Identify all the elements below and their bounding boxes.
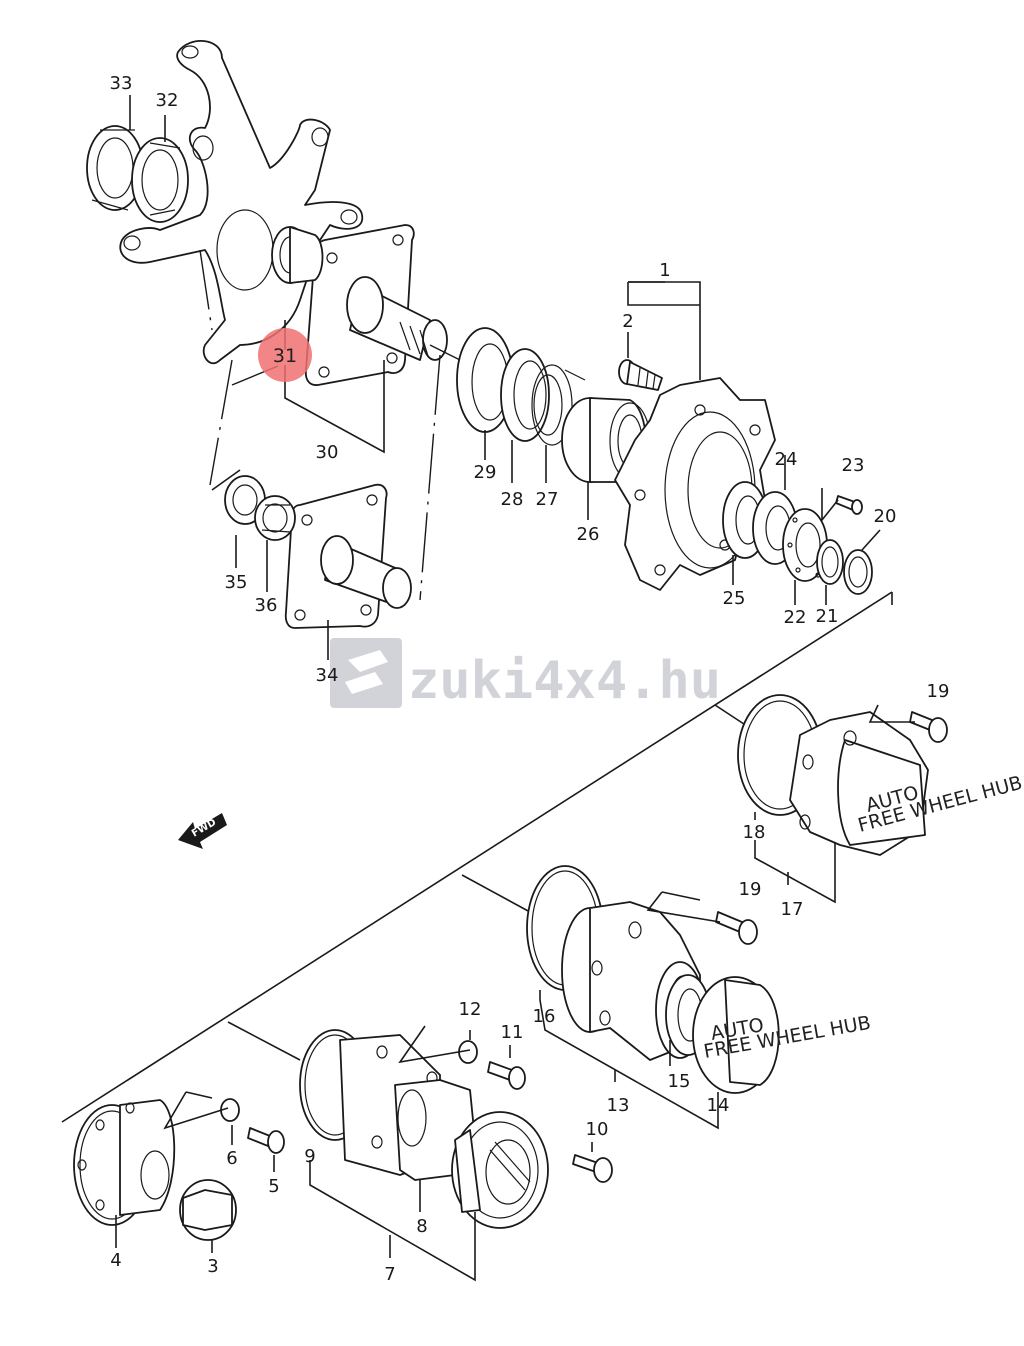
snap-ring-20: [843, 549, 873, 595]
callout-19-top: 19: [927, 681, 950, 702]
lock-plate-22: [782, 508, 828, 582]
callout-14: 14: [707, 1095, 730, 1116]
callout-28: 28: [501, 489, 524, 510]
knob-housing: [451, 1111, 549, 1229]
callout-7: 7: [384, 1264, 395, 1285]
spindle-30: [304, 224, 448, 386]
cap-3: [179, 1179, 237, 1241]
callout-33: 33: [110, 73, 133, 94]
callout-18: 18: [743, 822, 766, 843]
watermark-text: zuki4x4.hu: [408, 651, 721, 711]
callout-20: 20: [874, 506, 897, 527]
screw-23: [835, 495, 863, 515]
bolt-5: [247, 1127, 285, 1154]
highlight-label: 31: [273, 345, 297, 367]
callout-15: 15: [668, 1071, 691, 1092]
callout-35: 35: [225, 572, 248, 593]
callout-2: 2: [622, 311, 633, 332]
hub-cap-14: AUTO FREE WHEEL HUB: [692, 976, 872, 1094]
callout-19-mid: 19: [739, 879, 762, 900]
callout-30: 30: [316, 442, 339, 463]
callout-32: 32: [156, 90, 179, 111]
callout-16: 16: [533, 1006, 556, 1027]
callout-11: 11: [501, 1022, 524, 1043]
bolt-19-mid: [715, 911, 758, 945]
callout-17: 17: [781, 899, 804, 920]
callout-34: 34: [316, 665, 339, 686]
callout-4: 4: [110, 1250, 121, 1271]
callout-36: 36: [255, 595, 278, 616]
bolt-19-top: [909, 711, 948, 743]
callout-9: 9: [304, 1146, 315, 1167]
spindle-34: [284, 483, 412, 629]
drive-flange-4: [73, 1099, 176, 1226]
snap-ring-21: [816, 539, 844, 585]
highlight-marker-31[interactable]: 31: [258, 328, 312, 382]
bolt-10: [572, 1154, 613, 1183]
callout-29: 29: [474, 462, 497, 483]
callout-3: 3: [207, 1256, 218, 1277]
oil-seal-32: [131, 137, 189, 223]
fwd-arrow: FWD: [178, 813, 227, 849]
callout-13: 13: [607, 1095, 630, 1116]
callout-10: 10: [586, 1119, 609, 1140]
oil-seal-33: [86, 125, 144, 211]
callout-25: 25: [723, 588, 746, 609]
callout-6: 6: [226, 1148, 237, 1169]
callout-26: 26: [577, 524, 600, 545]
auto-hub-17: AUTO FREE WHEEL HUB: [737, 694, 1024, 856]
highlight-circle[interactable]: [258, 328, 312, 382]
callout-22: 22: [784, 607, 807, 628]
callout-27: 27: [536, 489, 559, 510]
callout-8: 8: [416, 1216, 427, 1237]
bolt-2: [618, 359, 663, 391]
callout-23: 23: [842, 455, 865, 476]
callout-1: 1: [659, 260, 670, 281]
gasket-28: [500, 348, 550, 442]
leader-lines-bottom: [115, 704, 915, 1282]
bushing-31: [271, 226, 324, 284]
bearing-36: [254, 495, 296, 541]
callout-21: 21: [816, 606, 839, 627]
watermark: zuki4x4.hu: [330, 638, 721, 711]
bolt-11: [487, 1061, 526, 1090]
callout-labels: 1 2 3 4 5 6 7 8 9 10 11 12 13 14 15 16 1…: [110, 73, 950, 1285]
callout-12: 12: [459, 999, 482, 1020]
callout-5: 5: [268, 1176, 279, 1197]
callout-24: 24: [775, 449, 798, 470]
